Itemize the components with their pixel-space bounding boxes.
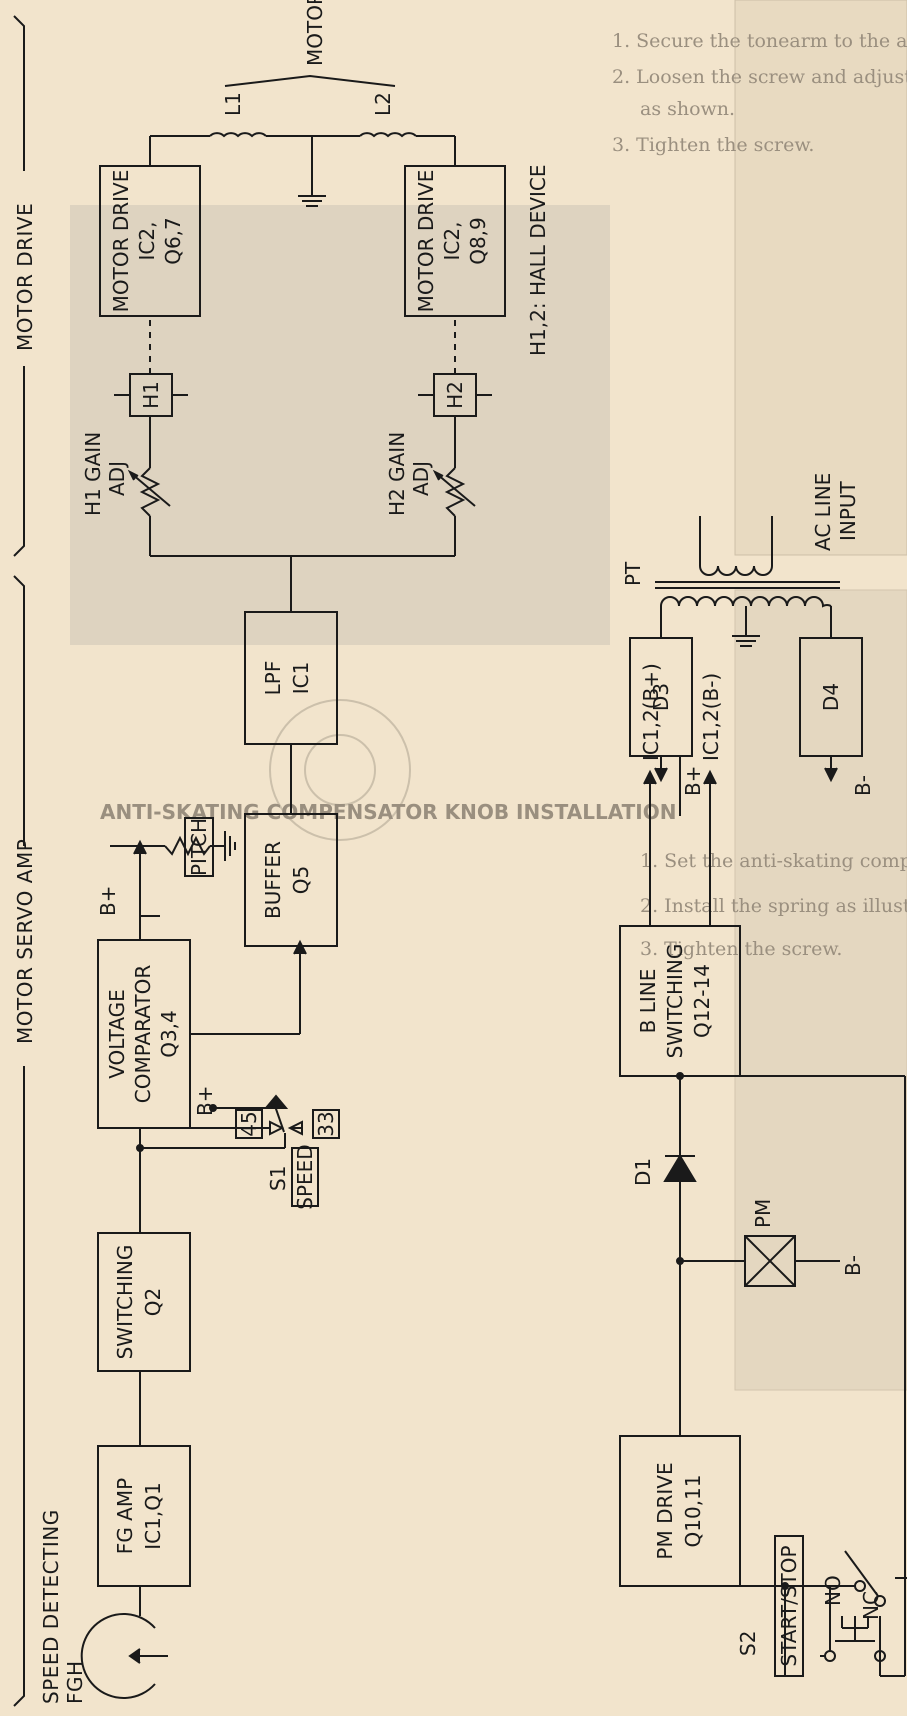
diode-d1: [665, 1156, 695, 1181]
pm-label: PM: [751, 1199, 775, 1228]
hall-h2-label: H2: [443, 381, 467, 409]
lpf-ref: IC1: [289, 662, 313, 695]
motor-label: MOTOR: [303, 0, 327, 66]
h1-gain-label-2: ADJ: [105, 461, 129, 496]
ground-symbol-motor: [298, 196, 326, 206]
nc-label: NC: [859, 1591, 883, 1620]
speed-33-label: 33: [314, 1111, 338, 1136]
speed-45-label: 45: [237, 1111, 261, 1136]
h2-gain-adj[interactable]: [435, 468, 475, 516]
md2-ref-2: Q8,9: [466, 217, 490, 265]
section-label-motor-servo-amp: MOTOR SERVO AMP: [13, 839, 37, 1044]
pm-drive-ref: Q10,11: [681, 1475, 705, 1548]
vc-ref: Q3,4: [157, 1010, 181, 1058]
d4-label: D4: [819, 683, 843, 711]
s1-label: S1: [266, 1166, 290, 1191]
bline-label-1: B LINE: [636, 969, 660, 1034]
block-pm-drive: [620, 1436, 740, 1586]
pitch-bplus-label: B+: [96, 886, 120, 916]
md2-ref-1: IC2,: [440, 222, 464, 261]
section-label-motor-drive: MOTOR DRIVE: [13, 203, 37, 351]
fg-amp-label: FG AMP: [113, 1478, 137, 1554]
l2-label: L2: [371, 92, 395, 116]
coil-l1: [210, 133, 266, 136]
fg-amp-ref: IC1,Q1: [141, 1482, 165, 1549]
d3-bplus-label: B+: [681, 766, 705, 796]
fgh-sensor: [82, 1586, 168, 1698]
switching-ref: Q2: [141, 1288, 165, 1316]
lpf-label: LPF: [261, 661, 285, 696]
ic-bplus-label: IC1,2(B+): [639, 663, 663, 761]
h2-gain-label-1: H2 GAIN: [385, 432, 409, 516]
hall-h1-label: H1: [139, 381, 163, 409]
vc-label-2: COMPARATOR: [131, 965, 155, 1104]
fgh-sublabel: SPEED DETECTING: [39, 1509, 63, 1704]
md1-label: MOTOR DRIVE: [109, 170, 133, 313]
pitch-label: PITCH: [187, 818, 211, 876]
md2-label: MOTOR DRIVE: [414, 170, 438, 313]
speed-bplus-label: B+: [193, 1086, 217, 1116]
buffer-label: BUFFER: [261, 841, 285, 919]
bline-ref: Q12-14: [690, 964, 714, 1038]
pm-drive-label: PM DRIVE: [653, 1462, 677, 1559]
ic-bminus-label: IC1,2(B-): [699, 673, 723, 761]
fgh-label: FGH: [63, 1660, 87, 1704]
h1-gain-label-1: H1 GAIN: [81, 432, 105, 516]
s2-start-stop-switch[interactable]: [825, 1616, 885, 1661]
s2-label: S2: [736, 1631, 760, 1656]
l1-label: L1: [221, 92, 245, 116]
d3-label: D3: [649, 683, 673, 711]
h2-gain-label-2: ADJ: [409, 461, 433, 496]
pm-bminus-label: B-: [841, 1255, 865, 1276]
no-label: NO: [821, 1575, 845, 1606]
md1-ref-2: Q6,7: [161, 217, 185, 265]
d1-label: D1: [631, 1158, 655, 1186]
pt-label: PT: [621, 561, 645, 586]
hall-device-label: H1,2: HALL DEVICE: [526, 164, 550, 356]
coil-l2: [360, 133, 416, 136]
ground-symbol-pt: [732, 636, 760, 646]
ac-line-input-label-2: INPUT: [836, 480, 860, 541]
switching-label: SWITCHING: [113, 1245, 137, 1360]
ac-line-input-label-1: AC LINE: [811, 473, 835, 551]
md1-ref-1: IC2,: [135, 222, 159, 261]
bline-label-2: SWITCHING: [663, 944, 687, 1059]
buffer-ref: Q5: [289, 866, 313, 894]
d4-bminus-label: B-: [851, 775, 875, 796]
section-bracket-servo: [14, 576, 24, 1706]
speed-label: SPEED: [293, 1144, 317, 1209]
h1-gain-adj[interactable]: [130, 468, 170, 516]
start-stop-label: START/STOP: [777, 1545, 801, 1666]
vc-label-1: VOLTAGE: [105, 989, 129, 1079]
